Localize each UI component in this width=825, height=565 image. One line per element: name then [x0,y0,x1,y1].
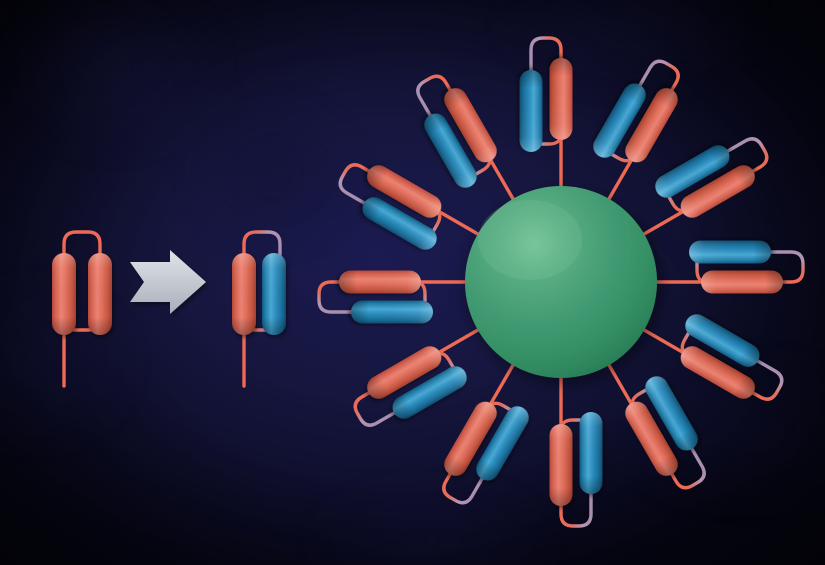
ligand-red-capsule-shade [367,165,442,218]
ligand-red-capsule-shade [549,424,573,506]
ligand-3-oclock [653,240,805,294]
green-nanoparticle-core [465,186,657,378]
ligand-red-capsule-shade [625,88,678,163]
ligand-2-oclock [640,137,769,237]
ligand-red-capsule-shade [339,270,421,294]
right-blue-capsule-shade [262,253,286,335]
ligand-stem [640,327,690,357]
ligand-blue-capsule-shade [424,113,477,188]
ligand-1-oclock [593,59,680,203]
ligand-blue-capsule-shade [579,412,603,494]
ligand-8-oclock [353,327,482,427]
ligand-red-capsule-shade [549,58,573,140]
ligand-blue-capsule-shade [685,314,760,367]
ligand-blue-capsule-shade [392,366,467,419]
ligand-hairpin-strand [630,387,706,490]
ligand-5-oclock [606,361,706,490]
ligand-blue-capsule-shade [519,70,543,152]
ligand-6-oclock [549,374,603,528]
left-red-capsule-a-shade [52,253,76,335]
ligand-12-oclock [519,36,573,190]
ligand-blue-capsule-shade [645,376,698,451]
nanoparticle-specular [478,200,582,280]
arrow-right-icon [130,250,206,314]
ligand-red-capsule-shade [701,270,783,294]
ligand-hairpin-strand [605,59,680,163]
ligand-stem [486,153,516,203]
ligand-stem [606,153,636,203]
ligand-red-capsule-shade [367,346,442,399]
ligand-stem [432,327,482,357]
right-red-capsule-shade [232,253,256,335]
ligand-hairpin-strand [680,326,784,401]
ligand-blue-capsule-shade [351,300,433,324]
ligand-hairpin-strand [416,74,492,177]
ligand-9-oclock [317,270,469,324]
ligand-red-capsule-shade [625,401,678,476]
ligand-stem [606,361,636,411]
ligand-7-oclock [442,361,529,505]
ligand-blue-capsule-shade [362,197,437,250]
ligand-4-oclock [640,314,784,401]
ligand-blue-capsule-shade [476,406,529,481]
ligand-blue-capsule-shade [655,145,730,198]
ligand-red-capsule-shade [680,165,755,218]
ligand-hairpin-strand [666,137,769,213]
ligand-blue-capsule-shade [593,83,646,158]
ligand-stem [432,207,482,237]
ligand-stem [640,207,690,237]
left-hairpin-reactant [52,230,112,388]
ligand-red-capsule-shade [680,346,755,399]
ligand-hairpin-strand [529,36,563,146]
ligand-hairpin-strand [353,351,456,427]
right-hairpin-product [232,230,286,388]
ligand-stem [486,361,516,411]
nanoparticle-sphere [465,186,657,378]
ligand-hairpin-strand [317,280,427,314]
ligand-red-capsule-shade [444,88,497,163]
left-red-capsule-b-shade [88,253,112,335]
ligand-hairpin-strand [695,250,805,284]
ligand-red-capsule-shade [444,401,497,476]
arrow-shape [130,250,206,314]
ligand-layer [317,36,805,528]
ligand-10-oclock [338,163,482,250]
ligand-hairpin-strand [559,418,593,528]
ligand-blue-capsule-shade [689,240,771,264]
ligand-hairpin-strand [442,401,517,505]
ligand-hairpin-strand [338,163,442,238]
ligand-11-oclock [416,74,516,203]
